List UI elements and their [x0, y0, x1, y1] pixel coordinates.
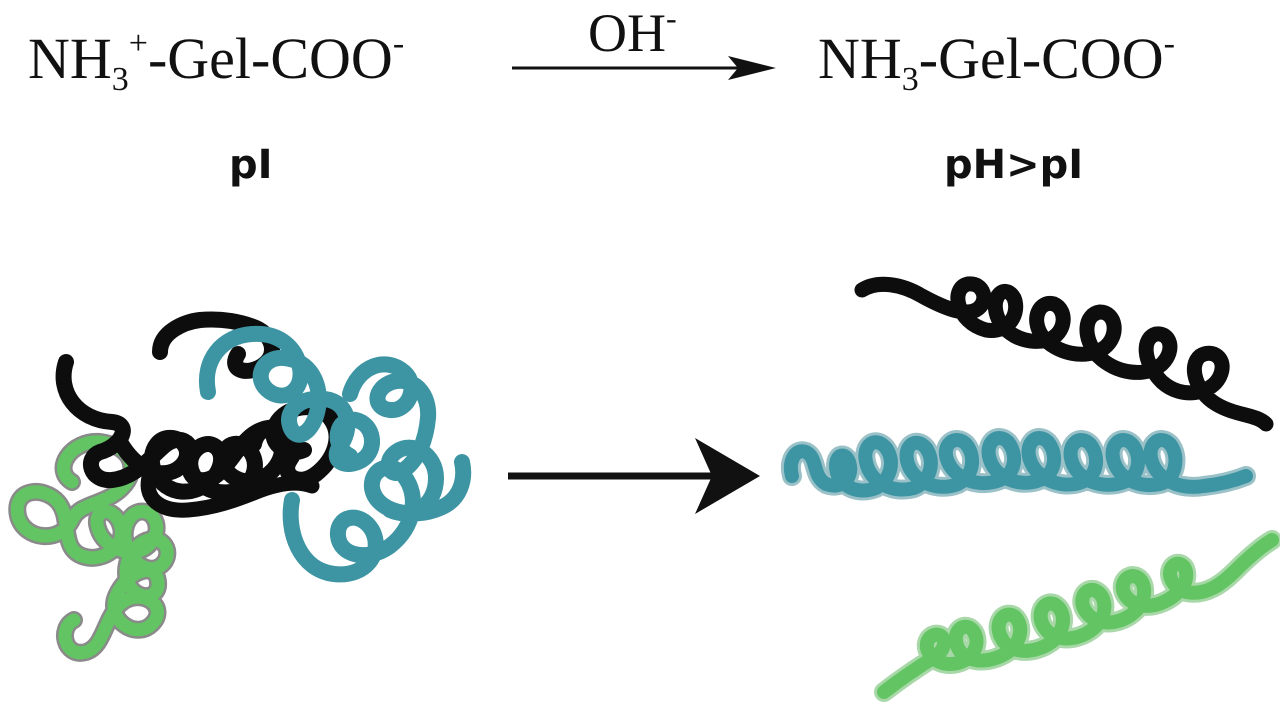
- teal-helix-chain: [781, 428, 1256, 501]
- product-end-charge: -: [1163, 25, 1175, 62]
- product-base: NH: [818, 26, 902, 91]
- reactant-rest: -Gel-COO: [147, 26, 393, 91]
- reagent-base: OH: [588, 3, 666, 63]
- reagent-charge: -: [666, 0, 677, 36]
- condition-right: pH>pI: [944, 142, 1084, 188]
- reactant-base: NH: [28, 26, 112, 91]
- reaction-arrow-head: [728, 56, 776, 80]
- product-rest: -Gel-COO: [918, 26, 1164, 91]
- tangled-chains-cluster: [8, 311, 472, 662]
- reagent-label: OH-: [588, 2, 677, 64]
- reaction-arrow: [512, 56, 776, 80]
- tangled-teal-chain: [198, 325, 472, 583]
- condition-left: pI: [229, 142, 273, 188]
- product-subscript: 3: [901, 61, 919, 98]
- tangled-green-chain: [8, 433, 177, 662]
- product-formula: NH3-Gel-COO-: [818, 27, 1175, 97]
- black-helix-chain: [854, 276, 1274, 432]
- reactant-end-charge: -: [392, 25, 405, 62]
- green-helix-chain: [874, 530, 1280, 702]
- reactant-subscript: 3: [111, 61, 129, 98]
- reactant-formula: NH3+-Gel-COO-: [28, 27, 404, 97]
- transition-arrow-head: [695, 438, 760, 514]
- transition-arrow: [508, 438, 760, 514]
- reactant-charge: +: [128, 25, 148, 62]
